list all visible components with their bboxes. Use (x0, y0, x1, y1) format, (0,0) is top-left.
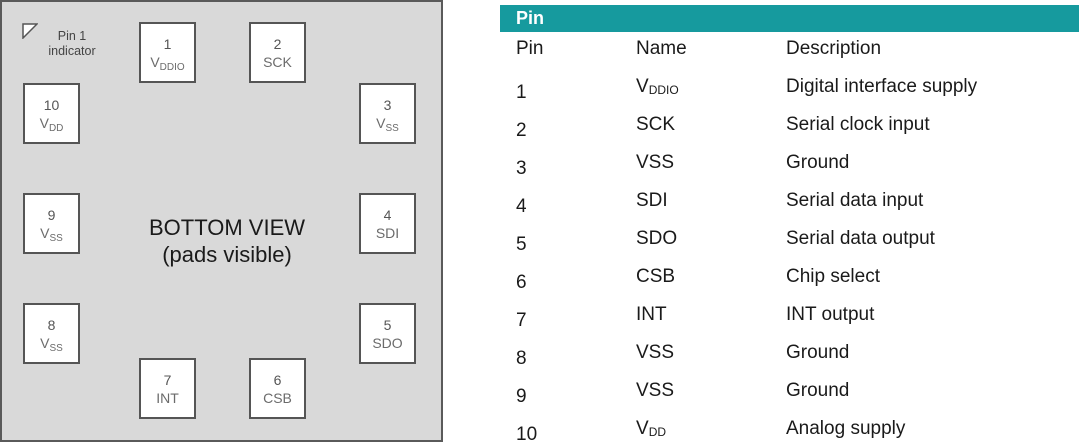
cell-description: Serial data input (786, 190, 924, 211)
pad-name: SDI (375, 224, 400, 241)
pad-3: 3 VSS (359, 83, 416, 144)
table-row: 6 CSB Chip select (500, 258, 1079, 296)
column-header-name: Name (636, 38, 687, 59)
table-row: 5 SDO Serial data output (500, 220, 1079, 258)
pad-name: SCK (263, 53, 292, 70)
pad-name: VDDIO (150, 53, 185, 73)
table-row: 1 VDDIO Digital interface supply (500, 68, 1079, 106)
cell-description: Serial clock input (786, 114, 930, 135)
cell-name: SCK (636, 114, 676, 135)
pin-table: Pin Pin Name Description 1 VDDIO Digital… (500, 5, 1079, 443)
cell-name: INT (636, 304, 667, 325)
pin1-label-line1: Pin 1 (57, 29, 87, 43)
cell-name: VDDIO (636, 76, 679, 97)
cell-name: SDI (636, 190, 668, 211)
cell-description: Ground (786, 152, 850, 173)
pin1-triangle-icon (22, 23, 38, 39)
cell-description: Analog supply (786, 418, 906, 439)
pad-name: CSB (263, 389, 292, 406)
pad-name: VSS (376, 114, 399, 134)
cell-description: INT output (786, 304, 875, 325)
cell-description: Digital interface supply (786, 76, 978, 97)
cell-description: Chip select (786, 266, 880, 287)
cell-pin: 1 (516, 82, 527, 103)
cell-name: SDO (636, 228, 678, 249)
pad-number: 8 (47, 316, 56, 333)
pad-2: 2 SCK (249, 22, 306, 83)
pad-number: 3 (383, 96, 392, 113)
cell-description: Ground (786, 380, 850, 401)
table-row: 2 SCK Serial clock input (500, 106, 1079, 144)
cell-description: Serial data output (786, 228, 935, 249)
cell-pin: 2 (516, 120, 527, 141)
cell-name: VDD (636, 418, 667, 439)
table-row: 8 VSS Ground (500, 334, 1079, 372)
pad-number: 4 (383, 206, 392, 223)
cell-pin: 9 (516, 386, 527, 407)
pad-name: VSS (40, 334, 63, 354)
column-header-pin: Pin (516, 38, 544, 59)
pad-4: 4 SDI (359, 193, 416, 254)
pad-number: 10 (43, 96, 60, 113)
table-header-row: Pin Name Description (500, 32, 1079, 68)
pad-name: SDO (372, 334, 403, 351)
bottom-view-title: BOTTOM VIEW (148, 215, 306, 240)
table-row: 4 SDI Serial data input (500, 182, 1079, 220)
pad-1: 1 VDDIO (139, 22, 196, 83)
table-row: 10 VDD Analog supply (500, 410, 1079, 443)
pin1-indicator-label: Pin 1 indicator (35, 29, 109, 59)
pad-number: 7 (163, 371, 172, 388)
cell-pin: 7 (516, 310, 527, 331)
pad-7: 7 INT (139, 358, 196, 419)
pad-number: 1 (163, 35, 172, 52)
cell-name: VSS (636, 152, 675, 173)
pad-9: 9 VSS (23, 193, 80, 254)
cell-pin: 10 (516, 424, 538, 443)
cell-name: VSS (636, 342, 675, 363)
pad-8: 8 VSS (23, 303, 80, 364)
pad-number: 5 (383, 316, 392, 333)
pad-6: 6 CSB (249, 358, 306, 419)
pin1-indicator: Pin 1 indicator (22, 23, 96, 63)
cell-pin: 8 (516, 348, 527, 369)
pad-number: 2 (273, 35, 282, 52)
cell-pin: 6 (516, 272, 527, 293)
cell-name: CSB (636, 266, 676, 287)
pin1-label-line2: indicator (48, 44, 96, 58)
table-row: 3 VSS Ground (500, 144, 1079, 182)
table-row: 7 INT INT output (500, 296, 1079, 334)
cell-name: VSS (636, 380, 675, 401)
pad-10: 10 VDD (23, 83, 80, 144)
pad-name: INT (156, 389, 179, 406)
table-title: Pin (500, 5, 1079, 32)
pad-name: VDD (39, 114, 64, 134)
pad-name: VSS (40, 224, 63, 244)
bottom-view-subtitle: (pads visible) (162, 242, 292, 267)
pad-number: 9 (47, 206, 56, 223)
column-header-description: Description (786, 38, 882, 59)
cell-pin: 5 (516, 234, 527, 255)
cell-pin: 3 (516, 158, 527, 179)
cell-description: Ground (786, 342, 850, 363)
bottom-view-label: BOTTOM VIEW (pads visible) (112, 214, 342, 268)
pad-5: 5 SDO (359, 303, 416, 364)
table-row: 9 VSS Ground (500, 372, 1079, 410)
pad-number: 6 (273, 371, 282, 388)
package-bottom-view: Pin 1 indicator 1 VDDIO 2 SCK 3 VSS 4 SD… (0, 0, 443, 442)
cell-pin: 4 (516, 196, 527, 217)
